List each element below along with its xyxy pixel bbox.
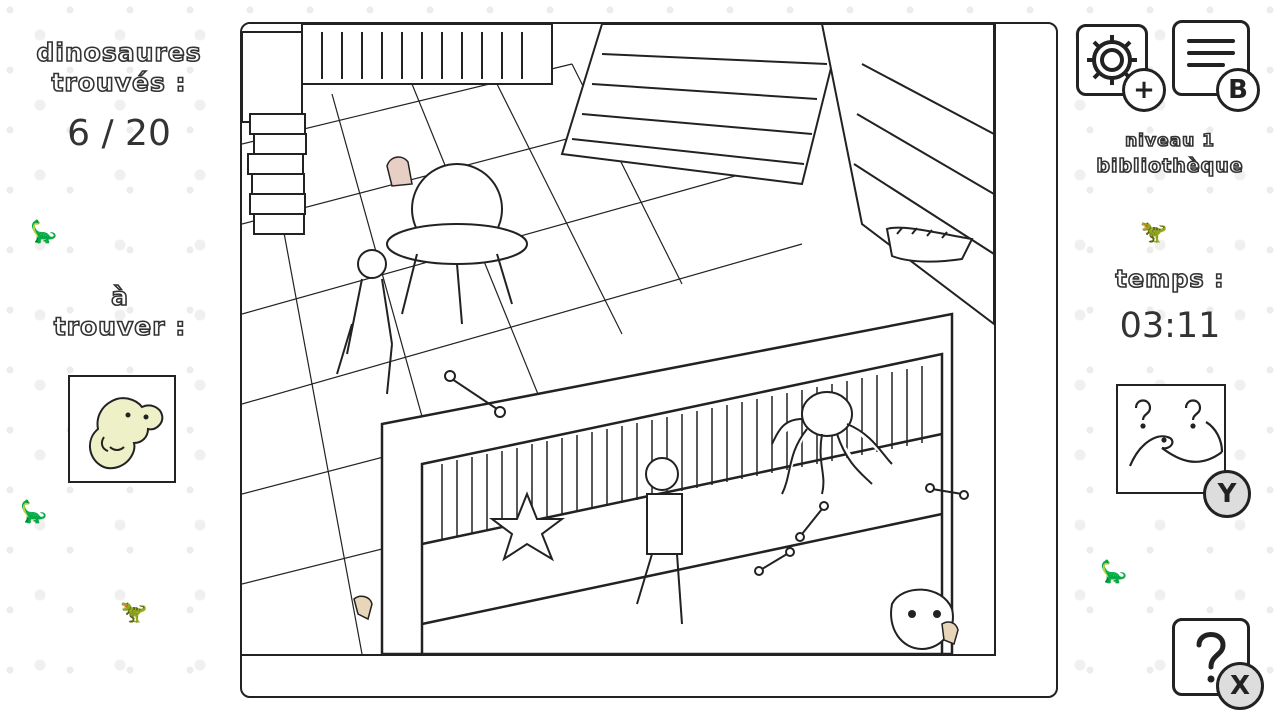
play-area xyxy=(240,22,1058,698)
hint-button[interactable] xyxy=(1116,384,1226,494)
to-find-title: à trouver : xyxy=(20,281,220,342)
gear-icon xyxy=(1087,35,1137,85)
question-mark-icon xyxy=(1196,632,1226,683)
found-title: Dinosaures trouvés : xyxy=(8,37,230,98)
yellow-dinosaur-icon xyxy=(89,397,164,470)
settings-badge: + xyxy=(1122,68,1166,112)
hint-badge: Y xyxy=(1203,470,1251,518)
found-count: 6 / 20 xyxy=(67,113,171,154)
background-doodle-icon: 🦕 xyxy=(30,220,58,245)
time-value: 03:11 xyxy=(1119,306,1221,346)
to-find-line1: à xyxy=(110,281,129,312)
level-name: bibliothèque xyxy=(1096,154,1244,178)
background-doodle-icon: 🦖 xyxy=(120,600,148,625)
background-doodle-icon: 🦕 xyxy=(20,500,48,525)
help-button[interactable] xyxy=(1172,618,1250,696)
found-title-line2: trouvés : xyxy=(51,67,187,98)
help-badge: X xyxy=(1216,662,1264,710)
library-scene[interactable] xyxy=(242,24,996,656)
menu-badge: B xyxy=(1216,68,1260,112)
background-doodle-icon: 🦕 xyxy=(1100,560,1128,585)
question-dinosaur-icon xyxy=(1128,399,1224,467)
list-icon xyxy=(1187,39,1235,67)
time-title: temps : xyxy=(1115,264,1225,294)
to-find-line2: trouver : xyxy=(53,311,187,342)
found-title-line1: Dinosaures xyxy=(36,37,202,68)
background-doodle-icon: 🦖 xyxy=(1140,220,1168,245)
level-number: niveau 1 xyxy=(1124,130,1215,152)
target-card xyxy=(68,375,176,483)
